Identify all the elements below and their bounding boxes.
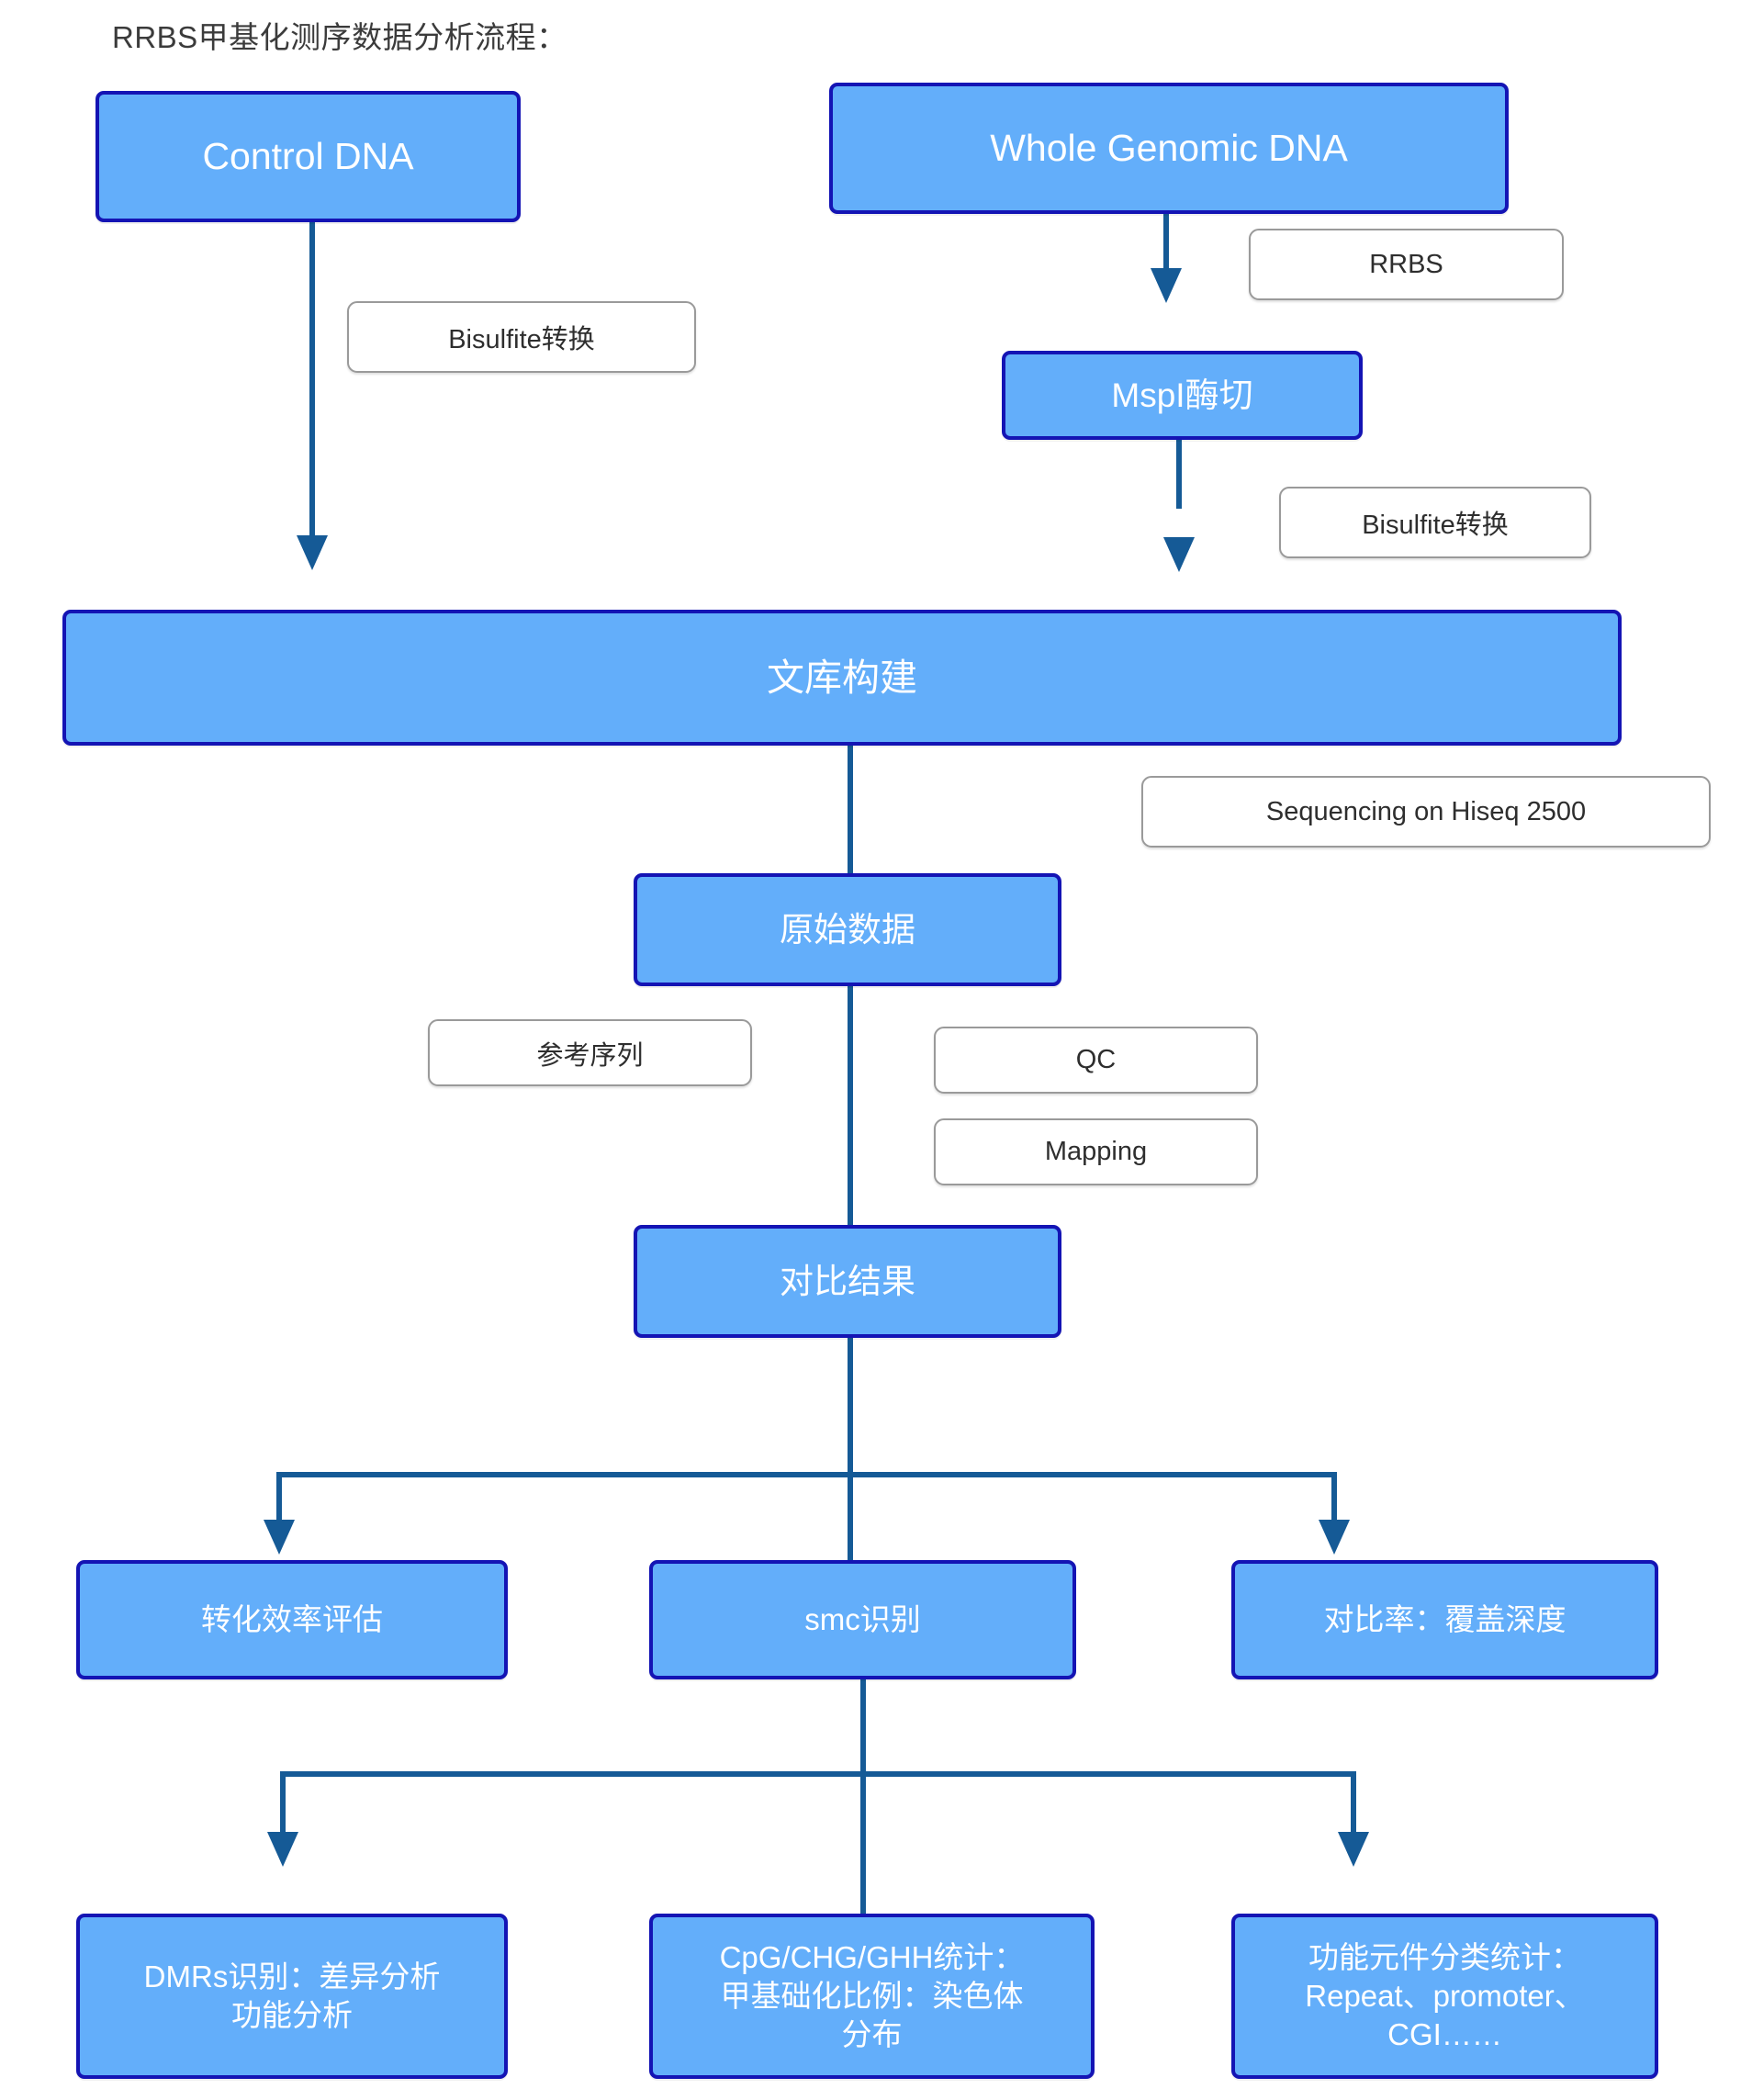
node-alignment-result[interactable]: 对比结果 <box>634 1225 1061 1338</box>
node-functional-elements-label: 功能元件分类统计： Repeat、promoter、 CGI…… <box>1305 1939 1585 2052</box>
node-smc-identification-label: smc识别 <box>804 1601 921 1636</box>
tag-reference-sequence[interactable]: 参考序列 <box>428 1019 752 1086</box>
connector-branch2-bar <box>280 1771 1356 1777</box>
tag-qc[interactable]: QC <box>934 1027 1258 1094</box>
node-library-construction-label: 文库构建 <box>767 656 917 699</box>
node-whole-genomic-dna-label: Whole Genomic DNA <box>990 127 1348 170</box>
connector-branch1-bar <box>276 1472 1337 1477</box>
connector-mspi-to-library <box>1176 440 1182 509</box>
connector-rawdata-to-alignment <box>848 986 853 1230</box>
node-smc-identification[interactable]: smc识别 <box>649 1560 1076 1679</box>
node-whole-genomic-dna[interactable]: Whole Genomic DNA <box>829 83 1509 214</box>
connector-library-to-rawdata <box>848 746 853 879</box>
node-functional-elements[interactable]: 功能元件分类统计： Repeat、promoter、 CGI…… <box>1231 1914 1658 2079</box>
node-conversion-efficiency[interactable]: 转化效率评估 <box>76 1560 508 1679</box>
connector-smc-stem <box>860 1679 866 1914</box>
arrowhead-control-to-library <box>297 535 328 570</box>
page-title: RRBS甲基化测序数据分析流程： <box>112 20 567 54</box>
connector-control-to-library <box>309 222 315 544</box>
node-cpg-stats[interactable]: CpG/CHG/GHH统计： 甲基础化比例：染色体 分布 <box>649 1914 1095 2079</box>
node-raw-data[interactable]: 原始数据 <box>634 873 1061 986</box>
arrowhead-branch2-left <box>267 1832 298 1867</box>
node-raw-data-label: 原始数据 <box>780 910 915 949</box>
tag-mapping-label: Mapping <box>1044 1137 1148 1166</box>
connector-branch2-right-drop <box>1351 1771 1356 1837</box>
connector-branch1-left-drop <box>276 1472 282 1527</box>
connector-alignment-stem <box>848 1338 853 1560</box>
arrowhead-branch2-right <box>1338 1832 1369 1867</box>
node-alignment-result-label: 对比结果 <box>780 1262 915 1300</box>
connector-branch2-left-drop <box>280 1771 286 1837</box>
node-mapping-rate-depth[interactable]: 对比率：覆盖深度 <box>1231 1560 1658 1679</box>
tag-rrbs[interactable]: RRBS <box>1249 229 1564 300</box>
connector-genomic-to-mspi <box>1163 214 1169 275</box>
tag-bisulfite-left[interactable]: Bisulfite转换 <box>347 301 696 373</box>
tag-bisulfite-right-label: Bisulfite转换 <box>1362 511 1509 540</box>
node-mspi-digest-label: MspI酶切 <box>1111 376 1253 414</box>
node-conversion-efficiency-label: 转化效率评估 <box>201 1601 383 1636</box>
tag-bisulfite-right[interactable]: Bisulfite转换 <box>1279 487 1591 558</box>
node-cpg-stats-label: CpG/CHG/GHH统计： 甲基础化比例：染色体 分布 <box>719 1939 1025 2052</box>
tag-mapping[interactable]: Mapping <box>934 1118 1258 1185</box>
arrowhead-genomic-to-mspi <box>1151 268 1182 303</box>
node-control-dna-label: Control DNA <box>202 135 414 178</box>
node-mspi-digest[interactable]: MspI酶切 <box>1002 351 1363 440</box>
node-control-dna[interactable]: Control DNA <box>95 91 521 222</box>
node-mapping-rate-depth-label: 对比率：覆盖深度 <box>1323 1601 1566 1636</box>
connector-branch1-right-drop <box>1331 1472 1337 1527</box>
tag-sequencing[interactable]: Sequencing on Hiseq 2500 <box>1141 776 1711 848</box>
tag-reference-sequence-label: 参考序列 <box>536 1040 644 1071</box>
tag-qc-label: QC <box>1075 1045 1117 1074</box>
tag-rrbs-label: RRBS <box>1369 249 1443 279</box>
tag-sequencing-label: Sequencing on Hiseq 2500 <box>1265 796 1587 826</box>
arrowhead-branch1-right <box>1319 1520 1350 1555</box>
arrowhead-mspi-to-library <box>1163 537 1195 572</box>
node-library-construction[interactable]: 文库构建 <box>62 610 1622 746</box>
arrowhead-branch1-left <box>264 1520 295 1555</box>
node-dmrs-label: DMRs识别：差异分析 功能分析 <box>143 1959 441 2032</box>
tag-bisulfite-left-label: Bisulfite转换 <box>448 325 595 354</box>
node-dmrs[interactable]: DMRs识别：差异分析 功能分析 <box>76 1914 508 2079</box>
